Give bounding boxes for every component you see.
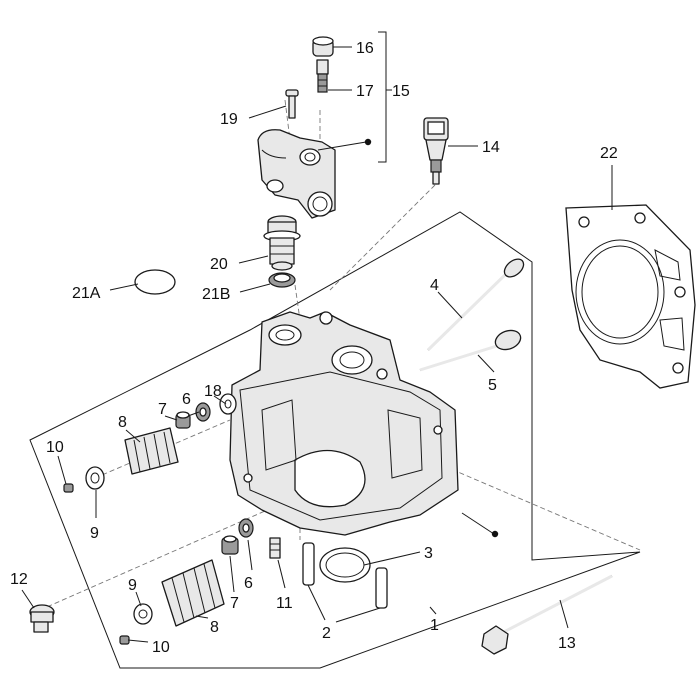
alignment-line [429,459,641,551]
bracket-15 [378,31,387,163]
part-3-ring-gasket[interactable] [319,547,371,583]
leader-line [135,591,142,607]
callout-9-lower: 9 [128,577,137,594]
part-8-valve-spring-upper[interactable] [124,427,179,475]
leader-line [127,639,149,643]
part-21a-o-ring[interactable] [134,269,176,295]
callout-7-lower: 7 [230,595,239,612]
part-4-valve[interactable] [426,256,527,352]
callout-5: 5 [488,377,497,394]
callout-10-lower: 10 [152,639,170,656]
leader-line [21,589,35,609]
callout-6-upper: 6 [182,391,191,408]
leader-line [317,141,367,151]
leader-line [247,539,253,571]
part-13-bolt[interactable] [481,574,613,655]
part-16-cap[interactable] [312,36,334,57]
part-11-stud[interactable] [269,537,281,559]
callout-8-upper: 8 [118,414,127,431]
leader-line [229,555,235,593]
part-5-valve[interactable] [419,327,523,372]
part-6-valve-seal-upper[interactable] [195,402,211,422]
part-9-spring-retainer-upper[interactable] [85,466,105,490]
leader-line [277,559,286,589]
leader-line [109,283,139,291]
leader-line [477,354,495,373]
part-20-thermostat[interactable] [263,215,301,271]
part-6-valve-seal-lower[interactable] [238,518,254,538]
reference-dot [491,530,499,538]
part-2-dowel-pin[interactable] [375,567,388,609]
part-7-valve-stem-seal-lower[interactable] [221,535,239,555]
callout-6-lower: 6 [244,575,253,592]
part-15-thermostat-housing[interactable] [257,129,336,219]
callout-21b: 21B [202,286,230,303]
callout-7-upper: 7 [158,401,167,418]
part-14-temperature-sensor[interactable] [423,117,449,185]
part-9-spring-retainer-lower[interactable] [133,603,153,625]
callout-2: 2 [322,625,331,642]
leader-line [195,615,209,619]
leader-line [437,291,463,319]
part-17-bleed-screw[interactable] [316,59,329,93]
alignment-line [39,499,291,611]
callout-1: 1 [430,617,439,634]
callout-15: 15 [392,83,410,100]
leader-line [248,105,287,119]
reference-dot [364,138,372,146]
callout-3: 3 [424,545,433,562]
part-7-valve-stem-seal-upper[interactable] [175,411,191,429]
part-1-cylinder-head[interactable] [229,311,459,536]
callout-9-upper: 9 [90,525,99,542]
part-12-plug[interactable] [29,604,55,633]
callout-19: 19 [220,111,238,128]
callout-22: 22 [600,145,618,162]
callout-21a: 21A [72,285,101,302]
leader-line [335,607,381,623]
callout-4: 4 [430,277,439,294]
leader-line [307,584,326,621]
part-18-washer[interactable] [219,393,237,415]
callout-11: 11 [276,595,293,612]
callout-17: 17 [356,83,374,100]
part-10-valve-cotter-lower[interactable] [119,635,130,645]
leader-line [125,429,141,443]
leader-line [461,512,495,535]
leader-line [363,551,421,566]
part-19-screw[interactable] [285,89,299,119]
callout-18: 18 [204,383,222,400]
callout-14: 14 [482,139,500,156]
callout-8-lower: 8 [210,619,219,636]
leader-line [57,455,67,485]
callout-16: 16 [356,40,374,57]
part-8-valve-spring-lower[interactable] [161,559,225,627]
part-10-valve-cotter-upper[interactable] [63,483,74,493]
leader-line [187,411,200,417]
leader-line [559,599,569,629]
callout-13: 13 [558,635,576,652]
assembly-frame [29,211,641,669]
alignment-line [329,184,436,291]
leader-line [164,415,178,421]
callout-12: 12 [10,571,28,588]
callout-20: 20 [210,256,228,273]
leader-line [238,255,269,264]
callout-10-upper: 10 [46,439,64,456]
leader-line [213,395,227,405]
part-22-head-gasket[interactable] [565,204,696,389]
leader-line [429,606,437,615]
part-21b-seal[interactable] [268,272,296,288]
part-2-dowel-pin[interactable] [302,542,315,586]
leader-line [239,283,271,293]
alignment-line [294,284,301,321]
